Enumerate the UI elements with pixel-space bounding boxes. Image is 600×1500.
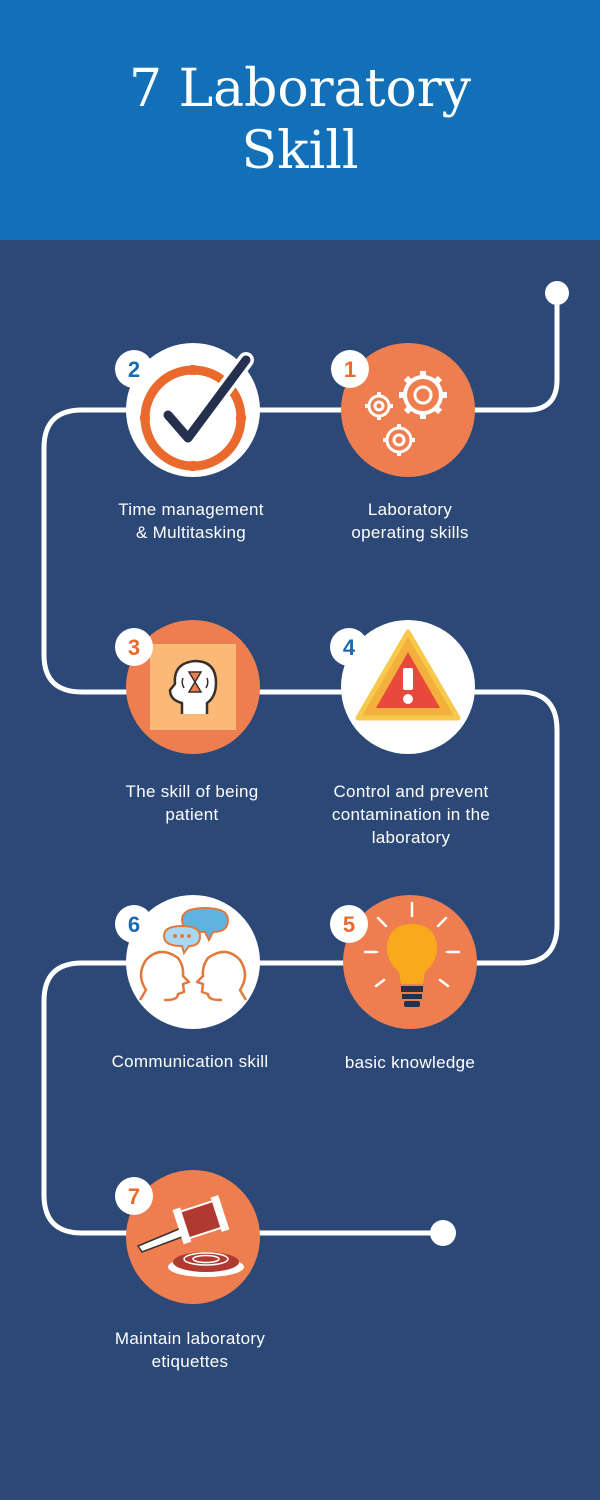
step-3-label: The skill of being patient	[82, 780, 302, 826]
step-1-label: Laboratory operating skills	[300, 498, 520, 544]
step-4-badge	[330, 628, 368, 666]
conversation-heads-icon	[138, 906, 248, 1002]
step-2-badge	[115, 350, 153, 388]
head-hourglass-icon	[168, 659, 218, 714]
header-banner: 7 Laboratory Skill	[0, 0, 600, 240]
step-2-label-line-1: Time management	[118, 500, 264, 519]
title-line-2: Skill	[241, 121, 359, 181]
step-6-icon-group	[115, 895, 260, 1029]
step-4-icon-group	[330, 620, 475, 754]
step-1-label-line-2: operating skills	[351, 523, 469, 542]
step-1-number: 1	[344, 357, 356, 382]
step-6-label-line-1: Communication skill	[111, 1052, 269, 1071]
step-3-icon-group	[115, 620, 260, 754]
step-3-label-line-1: The skill of being	[125, 782, 259, 801]
step-3-label-line-2: patient	[165, 805, 219, 824]
step-2-label: Time management & Multitasking	[81, 498, 301, 544]
step-7-label: Maintain laboratory etiquettes	[80, 1327, 300, 1373]
step-4-label-line-1: Control and prevent	[333, 782, 489, 801]
gavel-icon	[136, 1195, 244, 1277]
step-1-label-line-1: Laboratory	[367, 500, 453, 519]
warning-triangle-icon	[355, 629, 461, 721]
step-5-label-line-1: basic knowledge	[344, 1053, 476, 1072]
step-7-badge	[115, 1177, 153, 1215]
step-4-label-line-3: laboratory	[371, 828, 451, 847]
lightbulb-icon	[363, 901, 461, 1007]
step-7-number: 7	[128, 1184, 140, 1209]
step-5-badge	[330, 905, 368, 943]
step-4-label: Control and prevent contamination in the…	[301, 780, 521, 849]
step-6-badge	[115, 905, 153, 943]
step-1-badge	[331, 350, 369, 388]
step-5-label: basic knowledge	[300, 1051, 520, 1074]
clock-check-icon	[140, 352, 254, 471]
step-2-number: 2	[128, 357, 140, 382]
step-7-icon-group	[115, 1170, 260, 1304]
step-6-number: 6	[128, 912, 140, 937]
step-7-label-line-2: etiquettes	[151, 1352, 229, 1371]
step-7-label-line-1: Maintain laboratory	[114, 1329, 266, 1348]
title-line-1: 7 Laboratory	[128, 59, 472, 119]
step-2-label-line-2: & Multitasking	[135, 523, 247, 542]
path-end-dot	[430, 1220, 456, 1246]
step-3-number: 3	[128, 635, 140, 660]
step-6-label: Communication skill	[80, 1050, 300, 1073]
step-4-number: 4	[343, 635, 356, 660]
page-title: 7 Laboratory Skill	[0, 58, 600, 182]
step-5-number: 5	[343, 912, 355, 937]
step-5-icon-group	[330, 895, 477, 1029]
connector-path	[41, 290, 560, 1236]
step-4-label-line-2: contamination in the	[331, 805, 491, 824]
step-2-icon-group	[115, 343, 260, 477]
step-3-badge	[115, 628, 153, 666]
gears-icon	[365, 371, 447, 456]
path-start-dot	[545, 281, 569, 305]
step-1-icon-group	[331, 343, 475, 477]
